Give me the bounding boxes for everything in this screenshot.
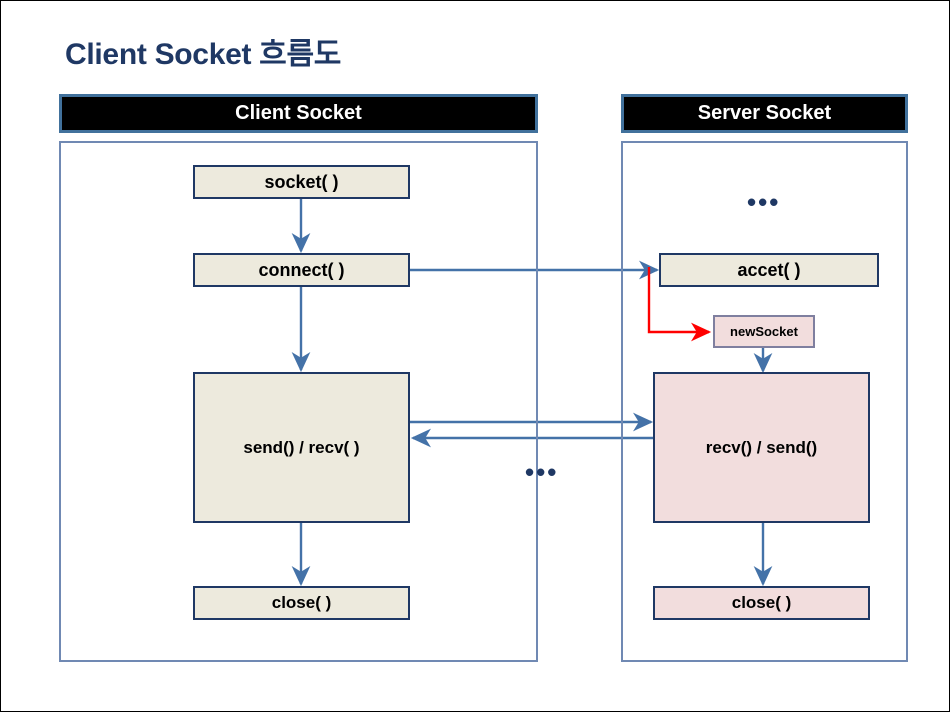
- node-server-recvsend[interactable]: recv() / send(): [653, 372, 870, 523]
- node-server-newsocket[interactable]: newSocket: [713, 315, 815, 348]
- node-client-connect[interactable]: connect( ): [193, 253, 410, 287]
- node-client-sendrecv-label: send() / recv( ): [243, 437, 360, 457]
- client-socket-header: Client Socket: [59, 94, 538, 133]
- server-socket-header-label: Server Socket: [697, 102, 832, 124]
- node-server-recvsend-label: recv() / send(): [705, 437, 818, 457]
- node-server-close[interactable]: close( ): [653, 586, 870, 620]
- server-panel: [621, 141, 908, 662]
- page-title: Client Socket 흐름도: [65, 38, 342, 71]
- node-client-sendrecv[interactable]: send() / recv( ): [193, 372, 410, 523]
- client-socket-header-label: Client Socket: [235, 102, 362, 124]
- node-server-accept-label: accet( ): [737, 259, 801, 280]
- node-client-close-label: close( ): [271, 593, 332, 612]
- node-server-accept[interactable]: accet( ): [659, 253, 879, 287]
- node-client-close[interactable]: close( ): [193, 586, 410, 620]
- server-socket-header: Server Socket: [621, 94, 908, 133]
- node-client-connect-label: connect( ): [258, 259, 345, 280]
- server-top-ellipsis: •••: [747, 187, 781, 217]
- client-panel: [59, 141, 538, 662]
- connector-accept-to-newsocket: [647, 267, 712, 342]
- node-server-close-label: close( ): [731, 593, 792, 612]
- middle-ellipsis: •••: [525, 457, 559, 487]
- node-client-socket[interactable]: socket( ): [193, 165, 410, 199]
- node-client-socket-label: socket( ): [264, 171, 339, 192]
- node-server-newsocket-label: newSocket: [730, 324, 798, 339]
